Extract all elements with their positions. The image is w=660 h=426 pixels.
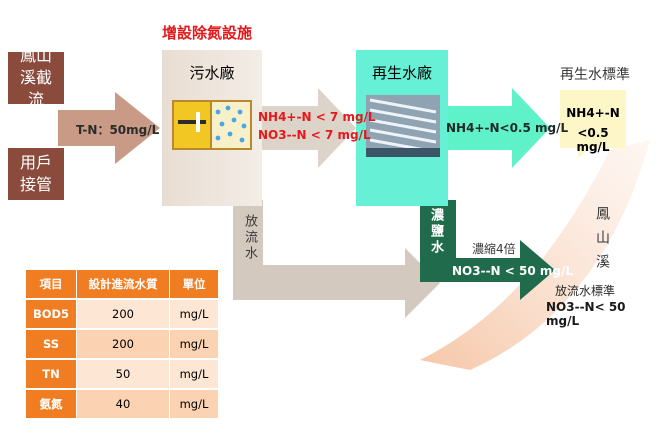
brine-label: 濃鹽水 bbox=[428, 208, 443, 256]
table-cell-item: SS bbox=[26, 329, 77, 360]
input-arrow-stem bbox=[58, 110, 128, 146]
table-header-unit: 單位 bbox=[169, 270, 219, 300]
concentrate-ratio-label: 濃縮4倍 bbox=[472, 242, 516, 256]
table-cell-value: 200 bbox=[76, 329, 170, 360]
reclaim-effluent: NH4+-N<0.5 mg/L bbox=[446, 121, 569, 135]
table-cell-item: TN bbox=[26, 359, 77, 390]
table-cell-unit: mg/L bbox=[169, 389, 219, 420]
table-cell-value: 200 bbox=[76, 299, 170, 330]
input-tn-label: T-N：50mg/L bbox=[76, 123, 160, 137]
reclaim-arrow bbox=[448, 88, 550, 168]
river-name: 鳳山溪 bbox=[594, 206, 610, 278]
reclaim-standard-value-2: <0.5 mg/L bbox=[576, 126, 610, 154]
river-standard-title: 放流水標準 bbox=[555, 284, 616, 298]
sewage-effluent-nh4: NH4+-N < 7 mg/L bbox=[258, 110, 376, 124]
standard-bubble bbox=[560, 90, 626, 158]
table-cell-item: 氨氮 bbox=[26, 389, 77, 420]
sewage-plant-title: 污水廠 bbox=[189, 64, 235, 82]
source-household-label: 用戶接管 bbox=[19, 153, 52, 194]
table-row: SS 200 mg/L bbox=[26, 329, 219, 360]
table-header-item: 項目 bbox=[26, 270, 77, 300]
table-row: BOD5 200 mg/L bbox=[26, 299, 219, 330]
table-cell-item: BOD5 bbox=[26, 299, 77, 330]
concentrate-no3-label: NO3--N < 50 mg/L bbox=[452, 264, 574, 278]
table-header-value: 設計進流水質 bbox=[76, 270, 170, 300]
reclaim-standard-title: 再生水標準 bbox=[560, 67, 630, 83]
table-header-row: 項目 設計進流水質 單位 bbox=[26, 270, 219, 300]
table-cell-unit: mg/L bbox=[169, 359, 219, 390]
reclaim-plant-title: 再生水廠 bbox=[371, 64, 432, 82]
sewage-effluent-no3: NO3--N < 7 mg/L bbox=[258, 128, 371, 142]
table-cell-unit: mg/L bbox=[169, 329, 219, 360]
table-cell-value: 50 bbox=[76, 359, 170, 390]
brine-arrow bbox=[420, 200, 555, 300]
table-row: 氨氮 40 mg/L bbox=[26, 389, 219, 420]
river-standard-value: NO3--N< 50 mg/L bbox=[546, 300, 626, 328]
design-influent-table: 項目 設計進流水質 單位 BOD5 200 mg/L SS 200 mg/L T… bbox=[26, 270, 219, 420]
source-household: 用戶接管 bbox=[8, 148, 64, 200]
source-river-label: 鳳山溪截流 bbox=[19, 46, 52, 109]
effluent-arrow bbox=[262, 88, 356, 168]
discharge-label: 放流水 bbox=[242, 214, 257, 262]
table-cell-value: 40 bbox=[76, 389, 170, 420]
table-cell-unit: mg/L bbox=[169, 299, 219, 330]
table-row: TN 50 mg/L bbox=[26, 359, 219, 390]
diagram-title: 增設除氮設施 bbox=[162, 24, 253, 42]
discharge-arrow bbox=[233, 200, 440, 318]
source-river-intercept: 鳳山溪截流 bbox=[8, 46, 64, 109]
river-band bbox=[420, 140, 650, 370]
reclaim-standard-value-1: NH4+-N bbox=[566, 106, 620, 120]
